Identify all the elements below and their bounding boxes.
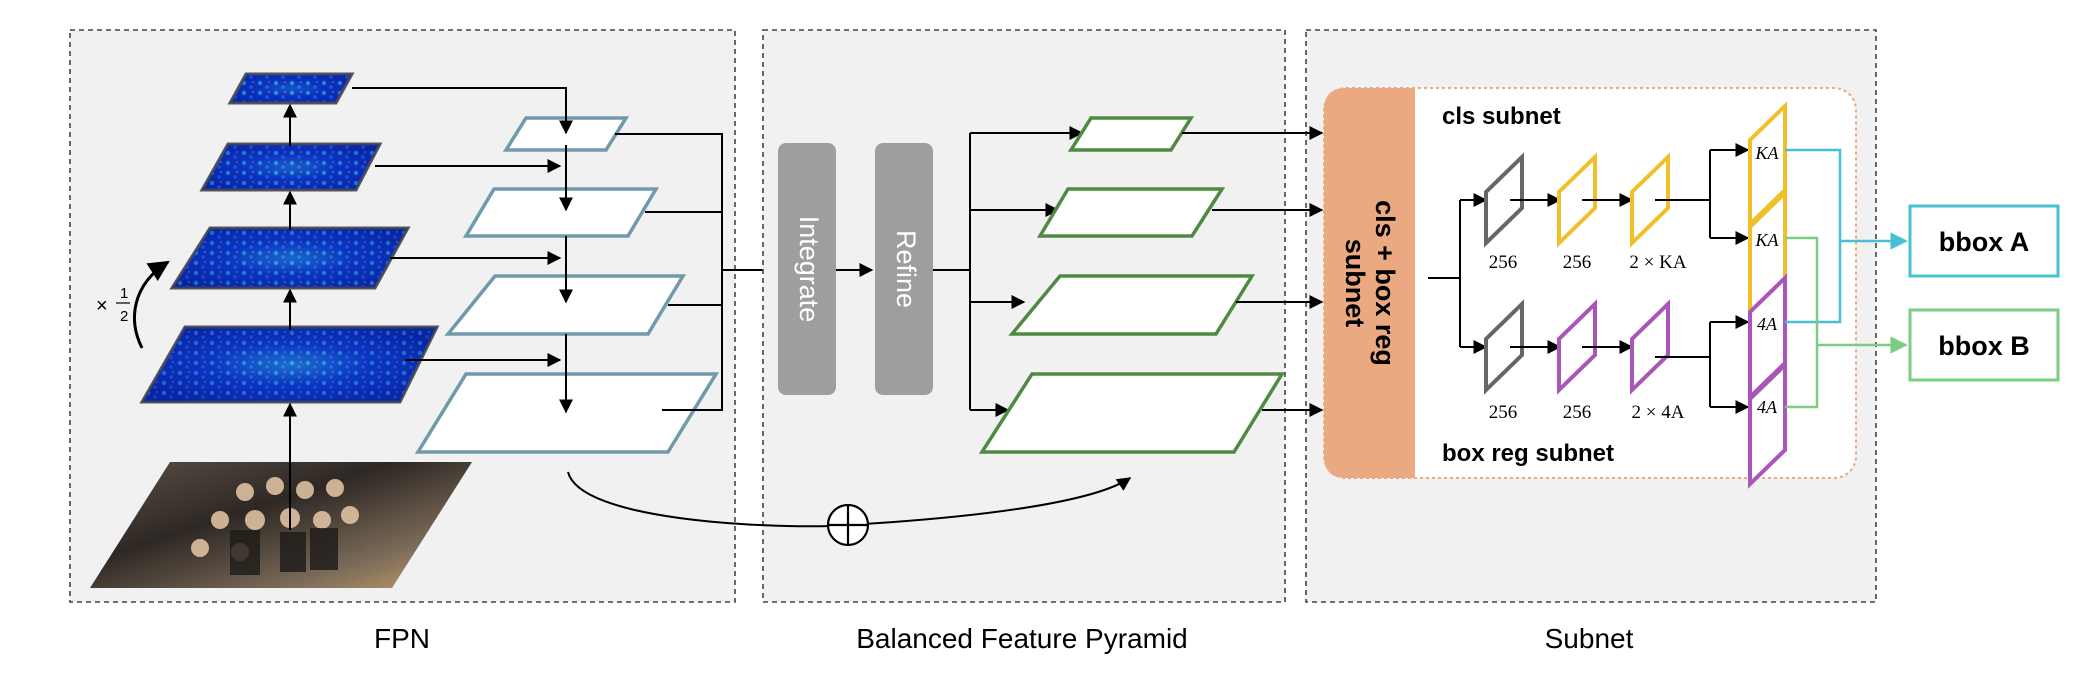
residual-connection — [567, 471, 1132, 547]
fpn-label: FPN — [374, 623, 430, 654]
balanced-frames — [978, 116, 1286, 454]
cls-output-label-2: KA — [1754, 230, 1779, 250]
input-image — [90, 462, 472, 588]
branch-split — [1428, 193, 1488, 354]
block-label-line1: cls + box reg — [1370, 200, 1400, 366]
pyramid-to-subnet-arrows — [1182, 126, 1324, 417]
box-dim-1: 256 — [1489, 402, 1518, 423]
fpn-panel: × 1 2 FPN — [69, 29, 778, 654]
bbox-b-box: bbox B — [1908, 308, 2060, 382]
box-branch: 4A 4A 256 256 2 × 4A — [1484, 273, 1787, 489]
scale-times: × — [96, 295, 108, 317]
subnet-panel: cls + box reg subnet cls subnet box reg … — [1182, 29, 1908, 654]
scale-denominator: 2 — [120, 308, 128, 325]
bfp-frame-1 — [1067, 116, 1195, 152]
scale-numerator: 1 — [120, 285, 128, 302]
box-dim-3: 2 × 4A — [1632, 402, 1685, 423]
box-output-2 — [1748, 360, 1787, 489]
cls-conv-1 — [1484, 152, 1524, 248]
cls-output-label-1: KA — [1754, 143, 1779, 163]
box-dim-2: 256 — [1563, 402, 1592, 423]
box-conv-1 — [1484, 299, 1524, 395]
output-connectors — [1785, 148, 1908, 409]
cls-dim-2: 256 — [1563, 252, 1592, 273]
cls-conv-2 — [1557, 152, 1597, 248]
bbox-b-label: bbox B — [1938, 331, 2030, 361]
bottom-up-feature-maps — [139, 72, 440, 404]
cls-dim-1: 256 — [1489, 252, 1518, 273]
block-label-line2: subnet — [1340, 239, 1370, 328]
bfp-label: Balanced Feature Pyramid — [856, 623, 1188, 654]
downsample-annotation: × 1 2 — [96, 260, 170, 349]
integrate-label: Integrate — [794, 216, 824, 323]
cls-dim-3: 2 × KA — [1629, 252, 1686, 273]
integrate-block: Integrate — [778, 143, 836, 395]
refine-to-pyramid-lines — [933, 126, 1084, 417]
cls-subnet-title: cls subnet — [1442, 103, 1561, 130]
box-output-label-2: 4A — [1757, 397, 1778, 417]
cls-conv-3 — [1630, 152, 1670, 248]
box-output-label-1: 4A — [1757, 314, 1778, 334]
cls-output-1 — [1748, 101, 1787, 229]
bbox-a-label: bbox A — [1939, 227, 2030, 257]
fpn-frame-2 — [462, 187, 660, 238]
box-subnet-title: box reg subnet — [1442, 440, 1614, 467]
bfp-frame-2 — [1036, 187, 1226, 238]
subnet-label: Subnet — [1545, 623, 1634, 654]
box-conv-2 — [1557, 299, 1597, 395]
bfp-frame-4 — [978, 372, 1286, 454]
lateral-connections — [352, 87, 573, 414]
cls-box-reg-block: cls + box reg subnet — [1324, 88, 1415, 478]
bfp-panel: Integrate Refine — [567, 29, 1286, 654]
box-conv-3 — [1630, 299, 1670, 395]
cls-branch: KA KA 256 256 2 × KA — [1484, 101, 1787, 317]
bfp-frame-3 — [1008, 274, 1256, 336]
refine-block: Refine — [875, 143, 933, 395]
fpn-frame-3 — [444, 274, 687, 336]
bbox-a-box: bbox A — [1908, 204, 2060, 278]
refine-label: Refine — [891, 230, 921, 308]
